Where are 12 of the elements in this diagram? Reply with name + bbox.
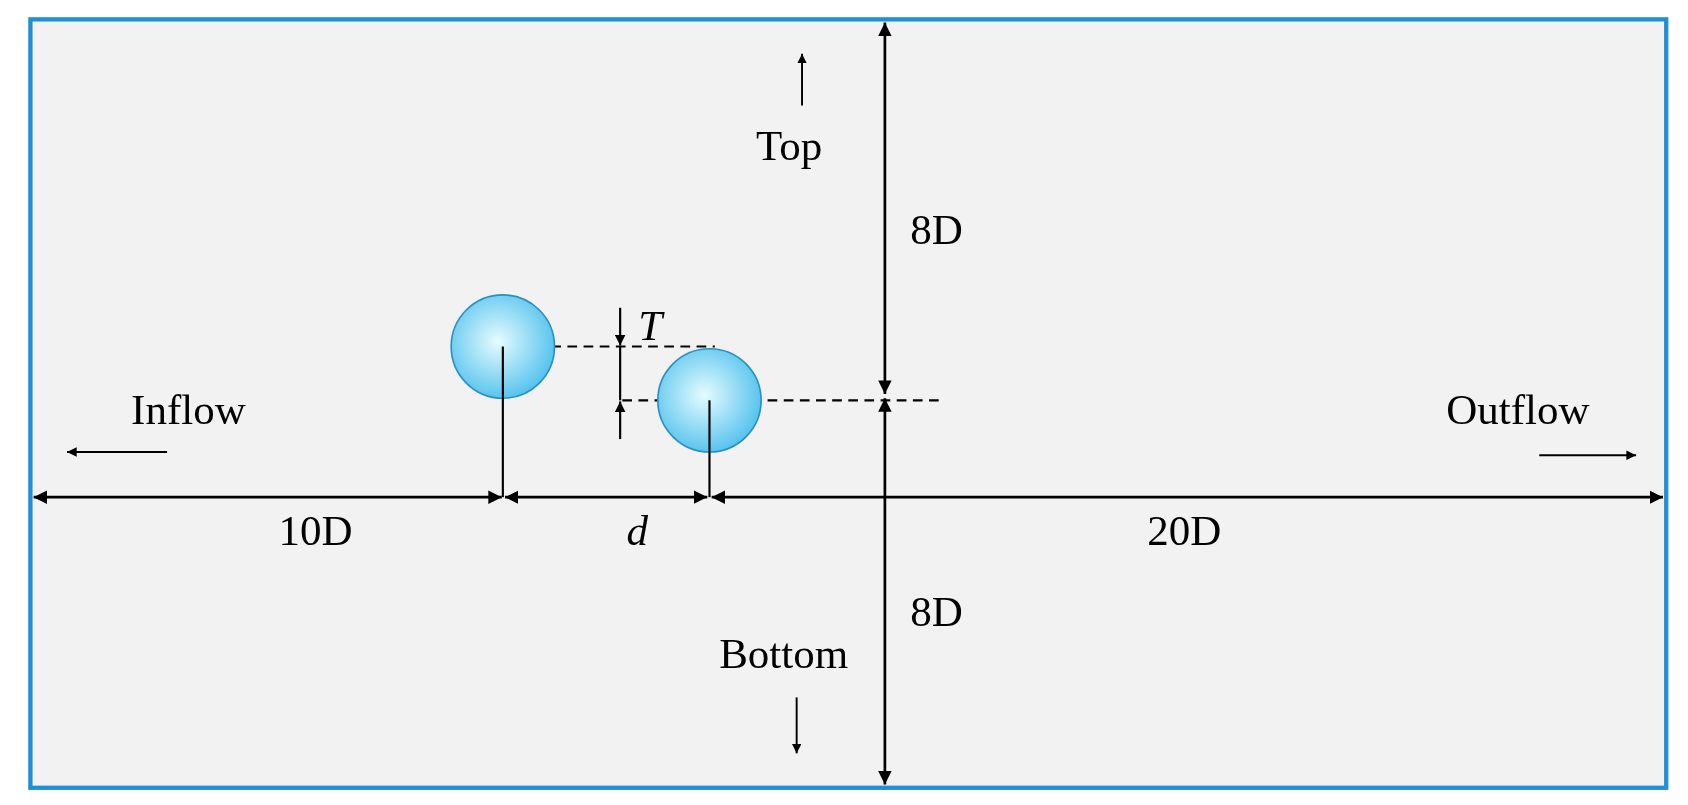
dimension-label: 8D [910, 589, 963, 633]
dimension-label: Top [755, 123, 823, 167]
dimension-label: T [638, 303, 663, 347]
dimension-label: 8D [910, 207, 963, 251]
dimension-label: Outflow [1446, 387, 1590, 431]
dimension-label: Inflow [131, 387, 246, 431]
cylinder [450, 294, 556, 399]
dimension-label: 20D [1147, 508, 1222, 552]
dimension-label: 10D [278, 508, 353, 552]
dimension-label: Bottom [719, 631, 849, 675]
dimension-label: d [626, 508, 649, 552]
cylinder [657, 347, 762, 453]
